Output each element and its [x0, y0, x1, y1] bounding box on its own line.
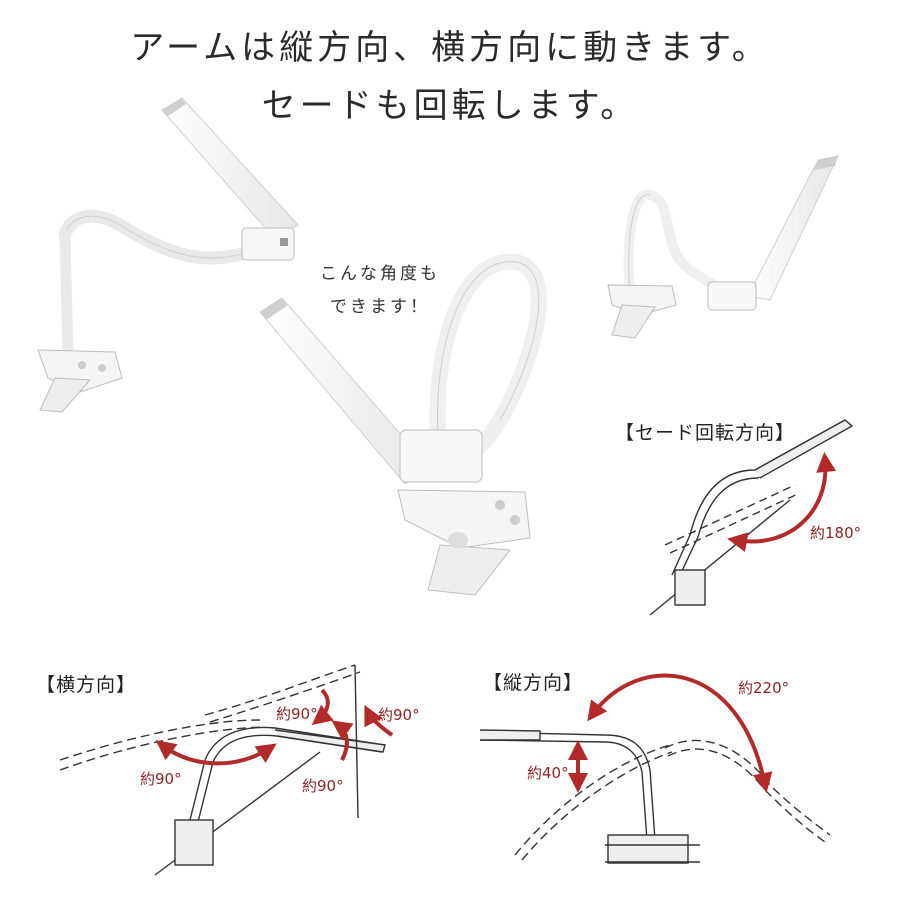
- angle-note: こんな角度も できます！: [300, 258, 460, 324]
- diagram-horizontal: [59, 664, 394, 876]
- shade-rotation-label: 【セード回転方向】: [615, 422, 796, 444]
- angle-note-line-1: こんな角度も: [320, 264, 440, 284]
- diagram-vertical: [479, 673, 831, 864]
- angle-note-line-2: できます！: [330, 297, 430, 317]
- lamp-photo-left: [37, 97, 299, 413]
- vertical-angle-40: 約40°: [527, 764, 569, 782]
- vertical-angle-220: 約220°: [738, 679, 790, 697]
- horizontal-angle-1: 約90°: [140, 770, 182, 788]
- vertical-label: 【縦方向】: [483, 672, 584, 694]
- horizontal-angle-2: 約90°: [276, 705, 318, 723]
- lamp-photo-center: [259, 253, 547, 596]
- headline-line-1: アームは縦方向、横方向に動きます。: [130, 28, 770, 68]
- shade-rotation-angle: 約180°: [810, 524, 862, 542]
- horizontal-angle-4: 約90°: [378, 706, 420, 724]
- headline-line-2: セードも回転します。: [261, 86, 639, 126]
- diagram-shade-rotation: [649, 419, 854, 616]
- lamp-photo-right: [607, 155, 839, 339]
- horizontal-label: 【横方向】: [36, 674, 137, 696]
- horizontal-angle-3: 約90°: [302, 777, 344, 795]
